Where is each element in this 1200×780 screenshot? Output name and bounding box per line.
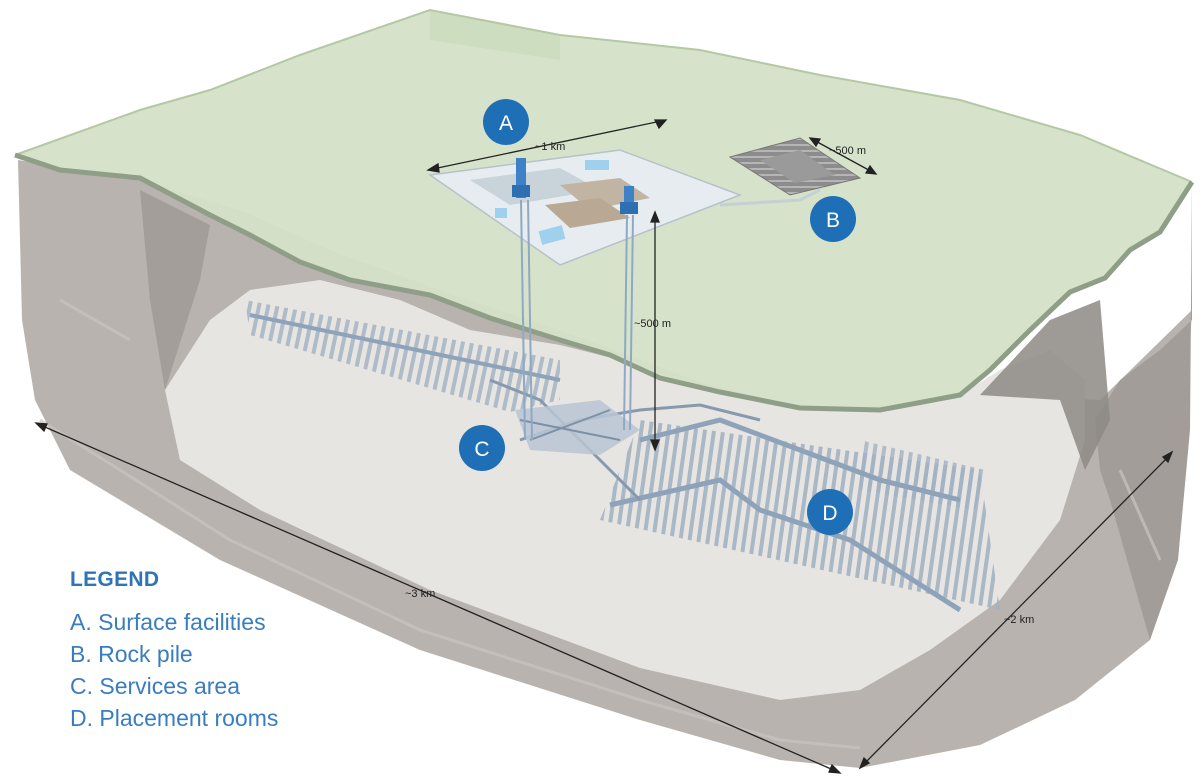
- surface-facilities: [427, 149, 821, 266]
- badge-a: A: [483, 99, 529, 145]
- legend-title: LEGEND: [70, 568, 160, 591]
- length-label: ~3 km: [405, 588, 435, 600]
- badge-d-label: D: [822, 502, 837, 525]
- dimension-arrows: [34, 119, 1174, 774]
- depth-label: ~500 m: [634, 318, 671, 330]
- badge-b-label: B: [826, 209, 840, 232]
- surface-cut-edge: [14, 152, 1195, 413]
- legend: LEGEND A. Surface facilities B. Rock pil…: [70, 568, 278, 734]
- placement-rooms-left: [245, 300, 561, 412]
- badge-a-label: A: [499, 112, 513, 135]
- surface-back-wall: [430, 10, 560, 60]
- badge-d: D: [807, 489, 853, 535]
- services-area: [515, 400, 640, 455]
- rock-pile-width-label: ~500 m: [829, 145, 866, 157]
- badge-c: C: [459, 425, 505, 471]
- badge-c-label: C: [474, 438, 489, 461]
- surface-width-label: ~1 km: [535, 141, 565, 153]
- cavity-left-wall: [140, 190, 210, 390]
- legend-item-c: C. Services area: [70, 673, 241, 699]
- rock-right-face: [1095, 182, 1192, 640]
- shafts: [520, 199, 634, 441]
- surface-edge: [14, 8, 1193, 183]
- legend-item-a: A. Surface facilities: [70, 609, 266, 635]
- placement-rooms-right: [600, 417, 1000, 613]
- width-label: ~2 km: [1004, 614, 1034, 626]
- cavity-right-wall: [980, 300, 1110, 470]
- rock-pile: [728, 137, 862, 196]
- rock-strata: [39, 298, 1162, 750]
- legend-item-b: B. Rock pile: [70, 641, 193, 667]
- legend-item-d: D. Placement rooms: [70, 705, 279, 731]
- dimension-labels: ~1 km ~500 m ~500 m ~3 km ~2 km: [405, 141, 1034, 626]
- badge-b: B: [810, 196, 856, 242]
